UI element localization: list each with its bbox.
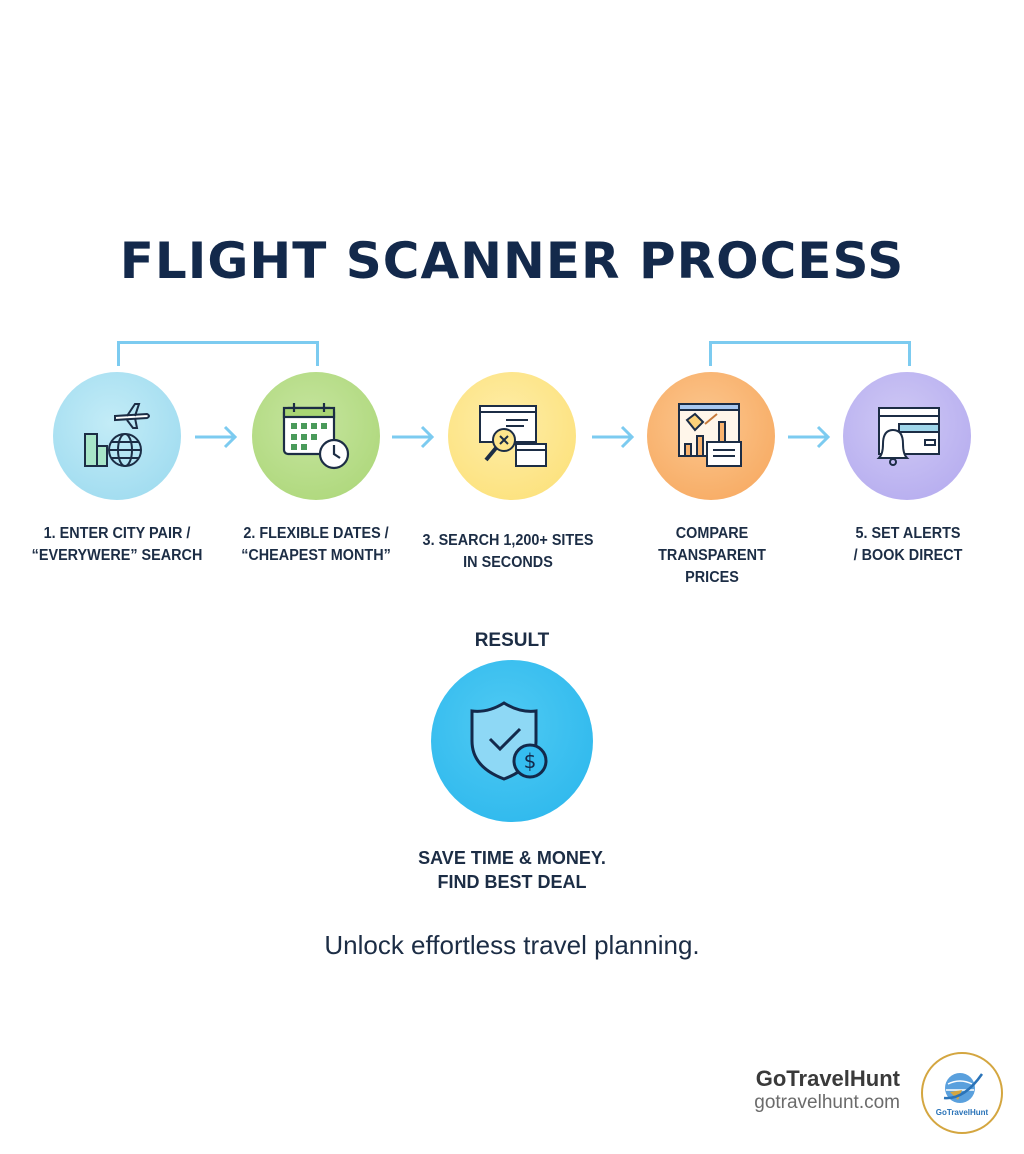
step-label-line: IN SECONDS xyxy=(463,554,553,571)
search-flights-icon xyxy=(479,405,547,467)
step-label-line: 5. SET ALERTS xyxy=(855,525,961,542)
step-label-line: “CHEAPEST MONTH” xyxy=(241,547,391,564)
step-5-label: 5. SET ALERTS / BOOK DIRECT xyxy=(818,523,998,567)
step-label-line: 3. SEARCH 1,200+ SITES xyxy=(422,532,594,549)
result-text: SAVE TIME & MONEY. FIND BEST DEAL xyxy=(0,846,1024,894)
page-title: FLIGHT SCANNER PROCESS xyxy=(119,232,905,290)
arrow-right-icon xyxy=(788,425,831,449)
step-label-line: / BOOK DIRECT xyxy=(853,547,963,564)
bell-card-icon xyxy=(876,407,940,466)
step-5-circle xyxy=(843,372,971,500)
step-2-label: 2. FLEXIBLE DATES / “CHEAPEST MONTH” xyxy=(226,523,406,567)
shield-check-dollar-icon: $ xyxy=(470,701,548,781)
step-label-line: COMPARE xyxy=(675,525,749,542)
brand-block: GoTravelHunt gotravelhunt.com xyxy=(754,1066,900,1114)
globe-plane-icon xyxy=(943,1072,984,1103)
step-1-label: 1. ENTER CITY PAIR / “EVERYWERE” SEARCH xyxy=(27,523,207,567)
arrow-right-icon xyxy=(592,425,635,449)
step-label-line: PRICES xyxy=(685,569,739,586)
result-line: SAVE TIME & MONEY. xyxy=(418,848,606,868)
step-2-circle xyxy=(252,372,380,500)
result-circle: $ xyxy=(431,660,593,822)
connector-bracket xyxy=(117,341,319,366)
step-label-line: 1. ENTER CITY PAIR / xyxy=(43,525,191,542)
logo-text: GoTravelHunt xyxy=(935,1107,989,1117)
calendar-clock-icon xyxy=(282,403,350,470)
brand-logo: GoTravelHunt xyxy=(921,1052,1003,1134)
connector-bracket xyxy=(709,341,911,366)
step-3-circle xyxy=(448,372,576,500)
step-label-line: 2. FLEXIBLE DATES / xyxy=(243,525,389,542)
step-4-label: COMPARE TRANSPARENT PRICES xyxy=(622,523,802,589)
result-heading: RESULT xyxy=(474,630,550,651)
svg-text:$: $ xyxy=(524,749,537,773)
price-chart-icon xyxy=(678,403,742,467)
brand-url[interactable]: gotravelhunt.com xyxy=(754,1092,900,1113)
step-label-line: “EVERYWERE” SEARCH xyxy=(31,547,203,564)
tagline: Unlock effortless travel planning. xyxy=(324,930,700,960)
arrow-right-icon xyxy=(195,425,238,449)
step-3-label: 3. SEARCH 1,200+ SITES IN SECONDS xyxy=(418,530,598,574)
result-line: FIND BEST DEAL xyxy=(437,872,587,892)
arrow-right-icon xyxy=(392,425,435,449)
step-label-line: TRANSPARENT xyxy=(658,547,766,564)
city-globe-plane-icon xyxy=(84,403,150,467)
step-1-circle xyxy=(53,372,181,500)
brand-name: GoTravelHunt xyxy=(755,1066,900,1091)
step-4-circle xyxy=(647,372,775,500)
